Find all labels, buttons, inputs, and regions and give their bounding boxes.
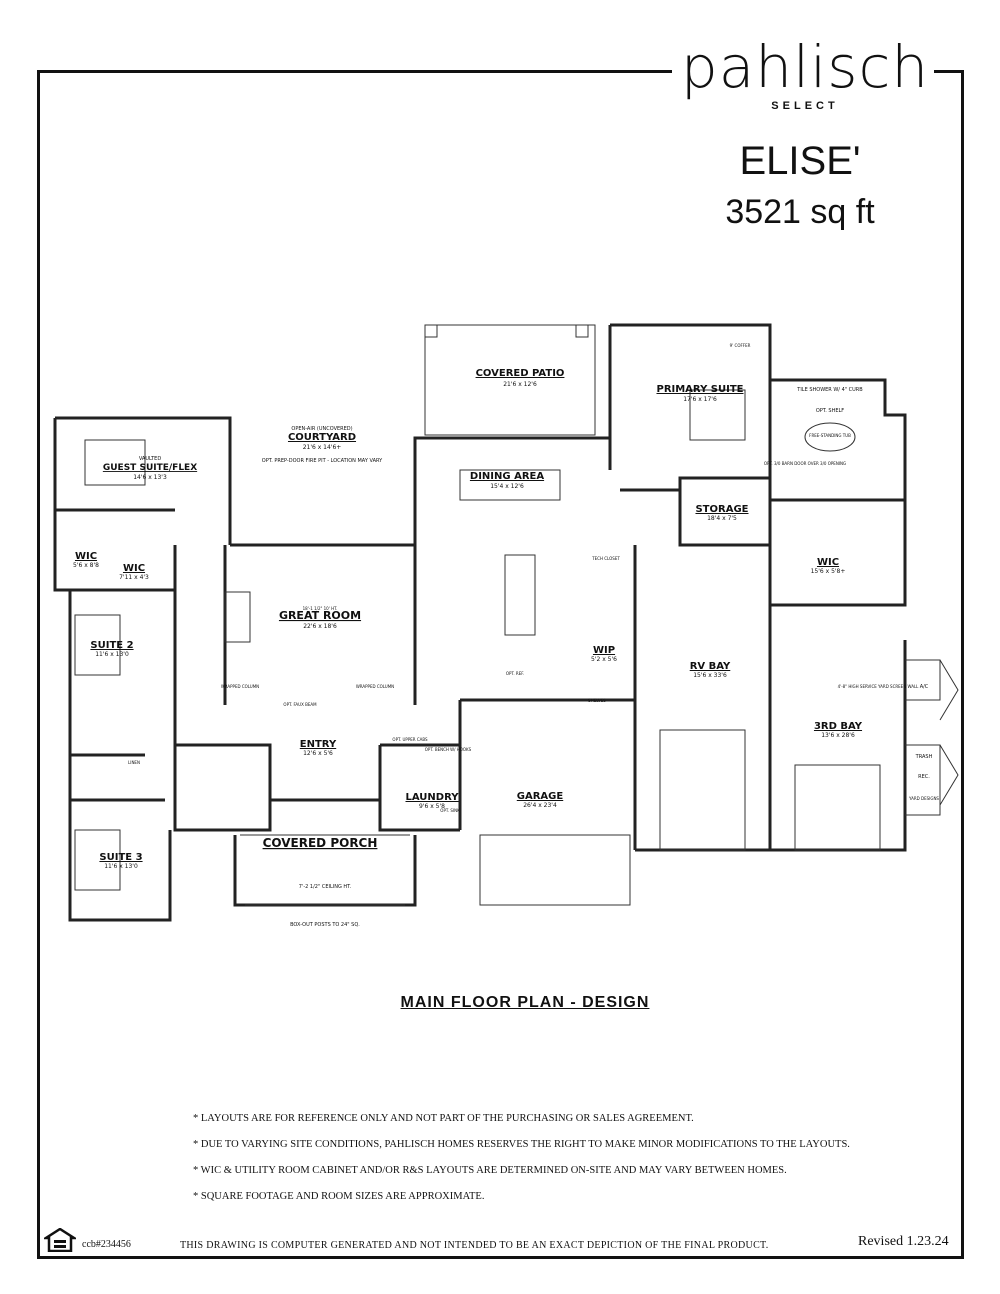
barn-door-note: OPT. 3/0 BARN DOOR OVER 3/0 OPENING [764, 461, 846, 466]
linen-note: LINEN [128, 760, 140, 765]
square-footage: 3521 sq ft [725, 193, 875, 231]
courtyard-note-top: OPEN-AIR (UNCOVERED) [291, 426, 352, 432]
wrapped-column-left: WRAPPED COLUMN [221, 684, 259, 689]
room-label-primary-suite: PRIMARY SUITE [656, 384, 743, 395]
room-label-laundry: LAUNDRY [406, 792, 460, 803]
footer-disclaimer: THIS DRAWING IS COMPUTER GENERATED AND N… [180, 1240, 769, 1251]
ac-label: A/C [920, 684, 929, 690]
room-dims-suite-2: 11'6 x 13'0 [95, 651, 129, 658]
opt-shelf-note: OPT. SHELF [816, 408, 844, 414]
room-dims-wic-hall: 7'11 x 4'3 [119, 574, 149, 581]
room-label-wic-guest: WIC [75, 551, 97, 562]
room-dims-courtyard: 21'6 x 14'6+ [303, 444, 342, 451]
room-dims-laundry: 9'6 x 5'8 [419, 803, 445, 810]
shelves-note: SHELVES [588, 698, 606, 703]
room-label-3rd-bay: 3RD BAY [814, 721, 863, 732]
logo-backdrop [672, 55, 934, 115]
room-dims-dining-area: 15'4 x 12'6 [490, 483, 524, 490]
porch-posts-note: BOX-OUT POSTS TO 24" SQ. [290, 922, 360, 928]
room-label-wip: WIP [593, 645, 615, 656]
equal-housing-opportunity-icon [44, 1228, 76, 1252]
room-label-wic-primary: WIC [817, 557, 839, 568]
great-room-height-note: 18'-1 1/2" 10' HT. [303, 606, 338, 611]
room-label-rv-bay: RV BAY [690, 661, 731, 672]
coffer-note: 9' COFFER [730, 343, 751, 348]
plan-caption: MAIN FLOOR PLAN - DESIGN [400, 994, 650, 1011]
room-dims-3rd-bay: 13'6 x 28'6 [821, 732, 855, 739]
room-label-covered-patio: COVERED PATIO [476, 368, 565, 379]
courtyard-fire-note: OPT. PREP-DOOR FIRE PIT - LOCATION MAY V… [262, 458, 383, 464]
room-dims-garage: 26'4 x 23'4 [523, 802, 557, 809]
disclaimer-item: * WIC & UTILITY ROOM CABINET AND/OR R&S … [193, 1165, 787, 1176]
disclaimer-item: * DUE TO VARYING SITE CONDITIONS, PAHLIS… [193, 1139, 850, 1150]
room-label-courtyard: COURTYARD [288, 432, 356, 443]
floor-plan-details [74, 324, 881, 906]
room-label-garage: GARAGE [517, 791, 564, 802]
brand-logo: pahlisch [680, 33, 930, 101]
room-label-great-room: GREAT ROOM [279, 609, 361, 622]
disclaimer-item: * SQUARE FOOTAGE AND ROOM SIZES ARE APPR… [193, 1191, 485, 1202]
rec-label: REC. [918, 774, 930, 780]
room-label-covered-porch: COVERED PORCH [263, 836, 378, 850]
wrapped-column-right: WRAPPED COLUMN [356, 684, 394, 689]
room-dims-entry: 12'6 x 5'6 [303, 750, 333, 757]
opt-ref-note: OPT. REF. [506, 671, 524, 676]
bay-openings [905, 659, 959, 816]
room-dims-suite-3: 11'6 x 13'0 [104, 863, 138, 870]
room-label-entry: ENTRY [300, 739, 337, 750]
room-dims-covered-patio: 21'6 x 12'6 [503, 381, 537, 388]
room-dims-rv-bay: 15'6 x 33'6 [693, 672, 727, 679]
room-dims-wip: 5'2 x 5'6 [591, 656, 617, 663]
room-label-wic-hall: WIC [123, 563, 145, 574]
brand-subtitle: SELECT [771, 100, 839, 112]
room-label-storage: STORAGE [695, 504, 748, 515]
room-label-suite-3: SUITE 3 [99, 852, 142, 863]
plan-name: ELISE' [739, 139, 861, 183]
page-border [37, 70, 964, 1259]
room-dims-wic-primary: 15'6 x 5'8+ [811, 568, 846, 575]
room-dims-great-room: 22'6 x 18'6 [303, 623, 337, 630]
opt-upper-note: OPT. UPPER CABS [392, 737, 428, 742]
tech-closet-note: TECH CLOSET [591, 556, 620, 561]
ccb-number: ccb#234456 [82, 1239, 131, 1250]
guest-vaulted-note: VAULTED [139, 456, 161, 462]
disclaimer-item: * LAYOUTS ARE FOR REFERENCE ONLY AND NOT… [193, 1113, 694, 1124]
service-yard-note: 4'-8" HIGH SERVICE YARD SCREEN WALL [838, 684, 920, 689]
tile-shower-note: TILE SHOWER W/ 4" CURB [796, 387, 863, 393]
revised-date: Revised 1.23.24 [858, 1234, 949, 1249]
yard-designs-label: YARD DESIGNS [908, 796, 939, 801]
free-tub-note: FREE-STANDING TUB [809, 433, 851, 438]
room-dims-guest-suite: 14'6 x 13'3 [133, 474, 167, 481]
opt-sink-note: OPT. SINK [440, 808, 460, 813]
room-label-dining-area: DINING AREA [470, 471, 544, 482]
porch-ceiling-note: 7'-2 1/2" CEILING HT. [299, 884, 352, 890]
floor-plan-walls [53, 323, 907, 922]
trash-label: TRASH [915, 754, 933, 760]
opt-bench-note: OPT. BENCH W/ HOOKS [425, 747, 472, 752]
disclaimer-list: * LAYOUTS ARE FOR REFERENCE ONLY AND NOT… [193, 1112, 933, 1216]
room-label-guest-suite: GUEST SUITE/FLEX [103, 463, 197, 473]
faux-beam-note: OPT. FAUX BEAM [283, 702, 317, 707]
room-dims-wic-guest: 5'6 x 8'8 [73, 562, 99, 569]
room-dims-primary-suite: 17'6 x 17'6 [683, 396, 717, 403]
room-dims-storage: 18'4 x 7'5 [707, 515, 737, 522]
room-label-suite-2: SUITE 2 [90, 640, 133, 651]
